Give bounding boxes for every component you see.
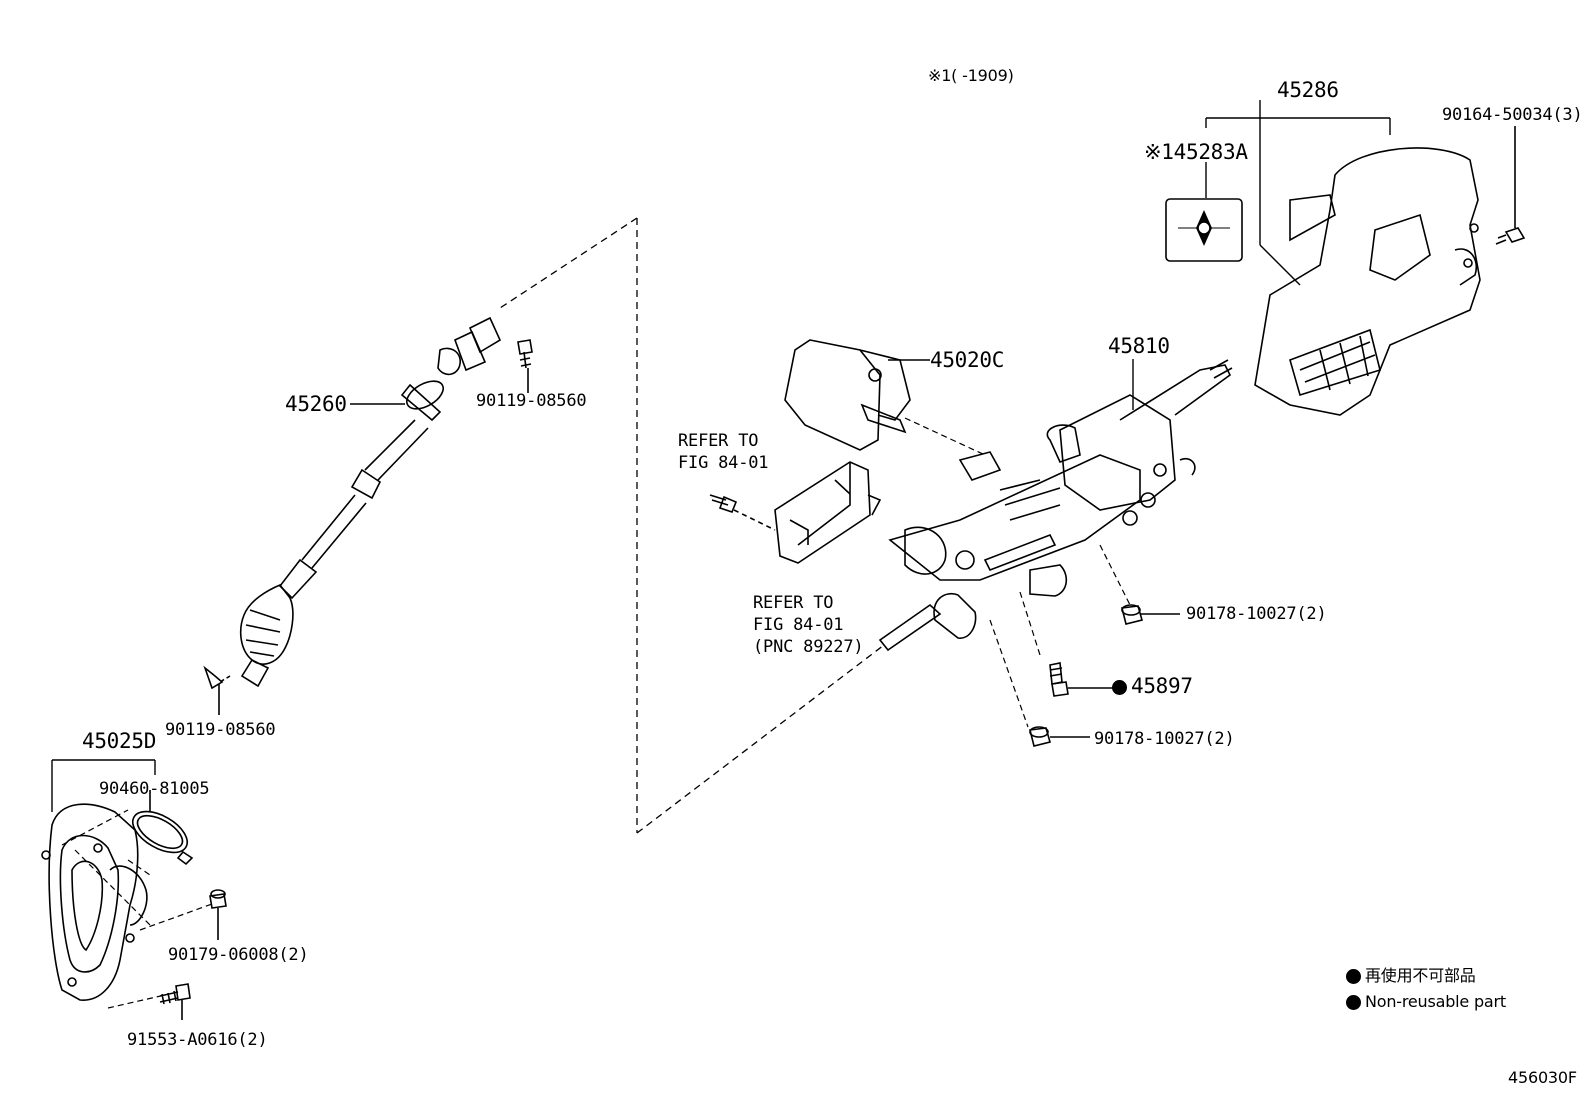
refer-note-2-line3: (PNC 89227) — [753, 637, 864, 657]
bolt-90119-bottom — [203, 665, 231, 715]
part-label-45286[interactable]: 45286 — [1277, 78, 1339, 102]
screw-ecu — [709, 494, 776, 531]
bracket-45286 — [1205, 100, 1391, 286]
part-label-45810[interactable]: 45810 — [1108, 334, 1170, 358]
nut-90178-upper — [1121, 604, 1143, 625]
nut-90179 — [209, 889, 227, 940]
refer-to-fig-note-1[interactable]: REFER TO FIG 84-01 — [678, 430, 769, 474]
legend-en: Non-reusable part — [1346, 994, 1506, 1010]
clamp-90460 — [132, 790, 194, 866]
part-label-45260[interactable]: 45260 — [285, 392, 347, 416]
non-reusable-dot-icon — [1346, 995, 1361, 1010]
column-cover-45286 — [1254, 147, 1481, 416]
part-label-45283a[interactable]: ※145283A — [1144, 140, 1248, 164]
header-note: ※1( -1909) — [928, 66, 1014, 85]
screw-90164 — [1495, 126, 1526, 245]
refer-note-1-line2: FIG 84-01 — [678, 453, 769, 473]
part-label-45897[interactable]: 45897 — [1112, 676, 1193, 697]
part-label-90178-10027-lower[interactable]: 90178-10027(2) — [1094, 729, 1235, 749]
part-label-90178-10027-upper[interactable]: 90178-10027(2) — [1186, 604, 1327, 624]
dashed-guide-triangle — [496, 217, 885, 834]
legend-en-text: Non-reusable part — [1365, 992, 1506, 1011]
refer-note-2-line1: REFER TO — [753, 593, 834, 613]
refer-to-fig-note-2[interactable]: REFER TO FIG 84-01 (PNC 89227) — [753, 592, 864, 658]
emblem-45283a — [1165, 198, 1243, 262]
label-leaders — [350, 359, 1180, 738]
part-label-90179-06008[interactable]: 90179-06008(2) — [168, 945, 309, 965]
part-label-45025d[interactable]: 45025D — [82, 729, 157, 753]
part-label-90119-08560-top[interactable]: 90119-08560 — [476, 391, 587, 411]
legend-jp: 再使用不可部品 — [1346, 968, 1476, 984]
refer-note-2-line2: FIG 84-01 — [753, 615, 844, 635]
bracket-45025d — [51, 759, 156, 812]
part-number-45897: 45897 — [1131, 674, 1193, 698]
part-label-45020c[interactable]: 45020C — [930, 348, 1005, 372]
column-dashed-leaders — [904, 417, 1131, 728]
non-reusable-dot-icon — [1346, 969, 1361, 984]
lock-actuator-45020c — [784, 339, 930, 451]
non-reusable-dot-icon — [1112, 679, 1127, 695]
intermediate-shaft-45260 — [239, 316, 502, 688]
part-label-90164-50034[interactable]: 90164-50034(3) — [1442, 105, 1583, 125]
ecu-module — [774, 461, 882, 564]
bolt-90119-top — [517, 339, 533, 393]
part-label-91553-a0616[interactable]: 91553-A0616(2) — [127, 1030, 268, 1050]
legend-jp-text: 再使用不可部品 — [1365, 966, 1476, 985]
diagram-id: 456030F — [1508, 1068, 1577, 1087]
bolt-91553 — [159, 983, 191, 1020]
part-label-90460-81005[interactable]: 90460-81005 — [99, 779, 210, 799]
steering-column-45810 — [878, 359, 1233, 652]
column-hole-cover-45025d — [41, 803, 213, 1009]
bolt-45897 — [1049, 662, 1115, 697]
refer-note-1-line1: REFER TO — [678, 431, 759, 451]
part-label-90119-08560-bottom[interactable]: 90119-08560 — [165, 720, 276, 740]
nut-90178-lower — [1029, 726, 1051, 747]
